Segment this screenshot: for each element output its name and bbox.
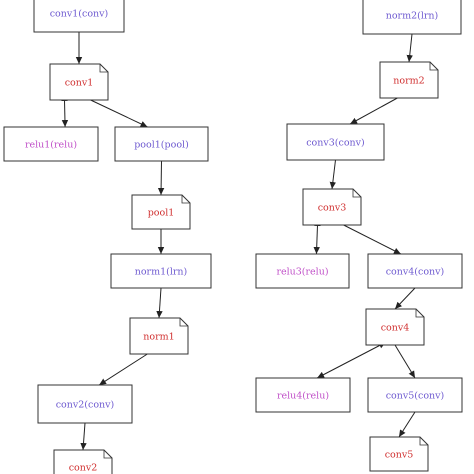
blob-shape	[369, 436, 429, 472]
conv2-layer-node: conv2(conv)	[37, 384, 133, 424]
pool1-layer-node: pool1(pool)	[114, 126, 209, 162]
node-label: conv3(conv)	[306, 138, 365, 149]
edge-norm2-blob-to-conv3-layer	[349, 97, 398, 125]
norm2-layer-node: norm2(lrn)	[362, 0, 462, 35]
layer-box	[367, 377, 463, 413]
edge-conv5-layer-to-conv5-blob	[398, 411, 416, 438]
layer-box	[367, 253, 463, 289]
edge-conv3-blob-to-conv4-layer	[343, 224, 402, 255]
norm1-layer-node: norm1(lrn)	[110, 253, 212, 289]
layer-box	[3, 126, 99, 162]
node-label: conv1(conv)	[50, 9, 109, 20]
relu4-layer-node: relu4(relu)	[255, 377, 351, 413]
relu1-layer-node: relu1(relu)	[3, 126, 99, 162]
conv5-blob-node: conv5	[369, 436, 429, 472]
conv4-layer-node: conv4(conv)	[367, 253, 463, 289]
layer-box	[110, 253, 212, 289]
layer-box	[255, 253, 350, 289]
edge-conv4-blob-to-conv5-layer	[394, 344, 416, 379]
conv3-layer-node: conv3(conv)	[286, 123, 385, 161]
folded-corner	[99, 64, 108, 73]
layer-box	[362, 0, 462, 35]
folded-corner	[415, 309, 424, 318]
node-label: relu3(relu)	[276, 267, 328, 278]
node-label: conv2	[69, 463, 98, 474]
blob-shape	[131, 194, 191, 230]
edge-conv3-layer-to-conv3-blob	[329, 159, 337, 190]
conv5-layer-node: conv5(conv)	[367, 377, 463, 413]
edge-conv1-blob-to-pool1-layer	[90, 99, 148, 128]
node-label: conv4(conv)	[386, 267, 445, 278]
nodes: conv1(conv) conv1 relu1(relu) pool1(pool) po…	[3, 0, 463, 474]
edges	[61, 32, 416, 451]
edge-pool1-layer-to-pool1-blob	[157, 160, 165, 196]
norm2-blob-node: norm2	[379, 61, 439, 99]
blob-shape	[302, 188, 362, 226]
layer-box	[286, 123, 385, 161]
conv1-blob-node: conv1	[49, 63, 109, 101]
folded-corner	[103, 450, 112, 459]
layer-box	[114, 126, 209, 162]
folded-corner	[419, 437, 428, 446]
node-label: conv1	[65, 78, 94, 89]
edge-conv4-layer-to-conv4-blob	[394, 287, 416, 310]
layer-box	[37, 384, 133, 424]
blob-shape	[53, 449, 113, 474]
blob-shape	[129, 317, 189, 355]
conv3-blob-node: conv3	[302, 188, 362, 226]
node-label: norm1(lrn)	[135, 267, 188, 278]
node-label: norm2(lrn)	[386, 11, 439, 22]
edge-norm1-layer-to-norm1-blob	[156, 287, 163, 319]
node-label: pool1(pool)	[134, 140, 189, 151]
conv1-layer-node: conv1(conv)	[33, 0, 125, 33]
node-label: pool1	[148, 208, 175, 219]
folded-corner	[429, 62, 438, 71]
folded-corner	[181, 195, 190, 204]
node-label: relu4(relu)	[277, 391, 329, 402]
node-label: norm1	[143, 332, 174, 343]
edge-norm1-blob-to-conv2-layer	[98, 353, 148, 386]
conv4-blob-node: conv4	[365, 308, 425, 346]
edge-conv1-blob-to-relu1-layer	[61, 94, 69, 128]
blob-shape	[365, 308, 425, 346]
node-label: conv2(conv)	[56, 400, 115, 411]
layer-box	[255, 377, 351, 413]
folded-corner	[352, 189, 361, 198]
node-label: conv5	[385, 450, 414, 461]
edge-norm2-layer-to-norm2-blob	[406, 33, 413, 63]
node-label: conv3	[318, 203, 347, 214]
edge-conv3-blob-to-relu3-layer	[313, 219, 321, 255]
node-label: conv5(conv)	[386, 391, 445, 402]
node-label: norm2	[393, 76, 424, 87]
relu3-layer-node: relu3(relu)	[255, 253, 350, 289]
folded-corner	[179, 318, 188, 327]
pool1-blob-node: pool1	[131, 194, 191, 230]
node-label: relu1(relu)	[25, 140, 77, 151]
layer-box	[33, 0, 125, 33]
edge-conv2-layer-to-conv2-blob	[80, 422, 87, 451]
blob-shape	[379, 61, 439, 99]
node-label: conv4	[381, 323, 410, 334]
norm1-blob-node: norm1	[129, 317, 189, 355]
edge-conv4-blob-to-relu4-layer	[316, 342, 386, 379]
conv2-blob-node: conv2	[53, 449, 113, 474]
blob-shape	[49, 63, 109, 101]
